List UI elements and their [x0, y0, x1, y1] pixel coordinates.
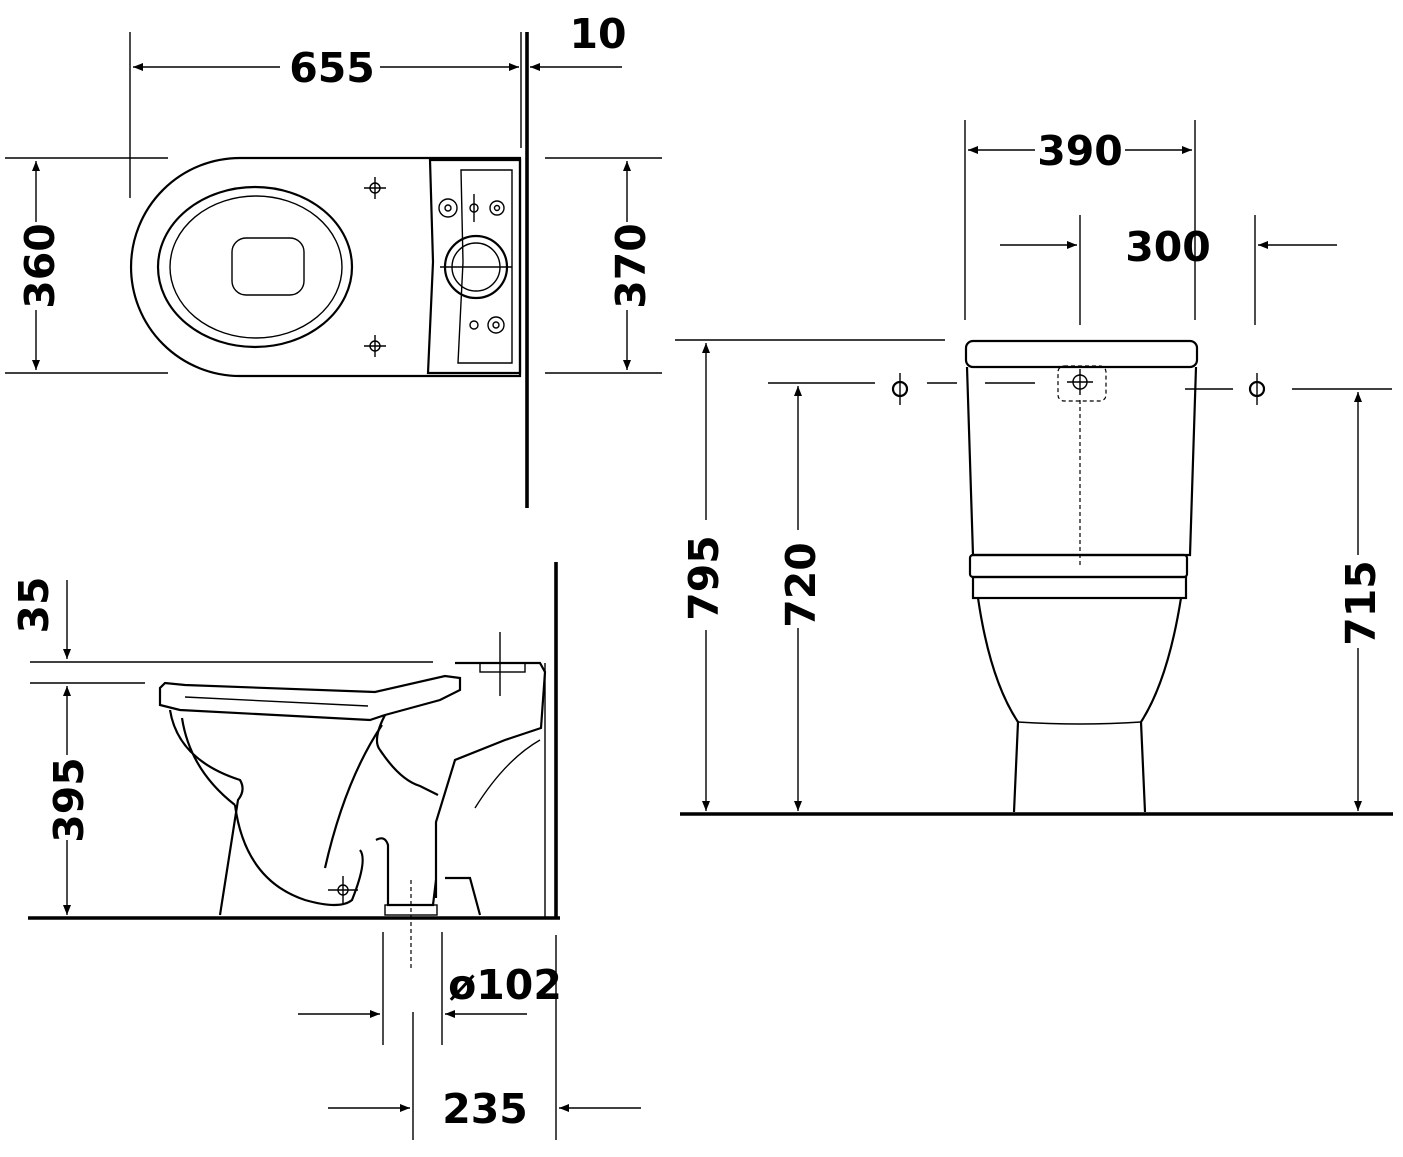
dim-390: 390	[1037, 127, 1123, 175]
dim-10: 10	[569, 10, 626, 58]
dim-655: 655	[289, 44, 375, 92]
dim-720: 720	[777, 542, 825, 628]
dim-715: 715	[1337, 560, 1385, 646]
dim-360: 360	[16, 223, 64, 309]
front-view: 390 300 795	[675, 120, 1393, 816]
dim-outlet-diameter: ø102	[448, 961, 562, 1009]
top-view: 655 10 360	[5, 10, 662, 508]
dim-795: 795	[680, 535, 728, 621]
dim-235: 235	[442, 1085, 528, 1133]
dim-300: 300	[1125, 223, 1211, 271]
side-view: 35 395 ø102 235	[10, 562, 641, 1140]
front-view-cistern-lid	[964, 339, 1199, 369]
dim-395: 395	[45, 757, 93, 843]
top-view-fixing-holes	[364, 177, 386, 357]
dim-35: 35	[10, 576, 58, 633]
top-view-cistern	[426, 158, 522, 375]
side-view-bowl	[168, 709, 244, 916]
front-view-pedestal	[976, 597, 1183, 813]
side-view-seat	[158, 674, 462, 722]
top-view-bowl	[129, 156, 522, 378]
front-view-cistern	[965, 366, 1198, 557]
dim-370: 370	[607, 223, 655, 309]
